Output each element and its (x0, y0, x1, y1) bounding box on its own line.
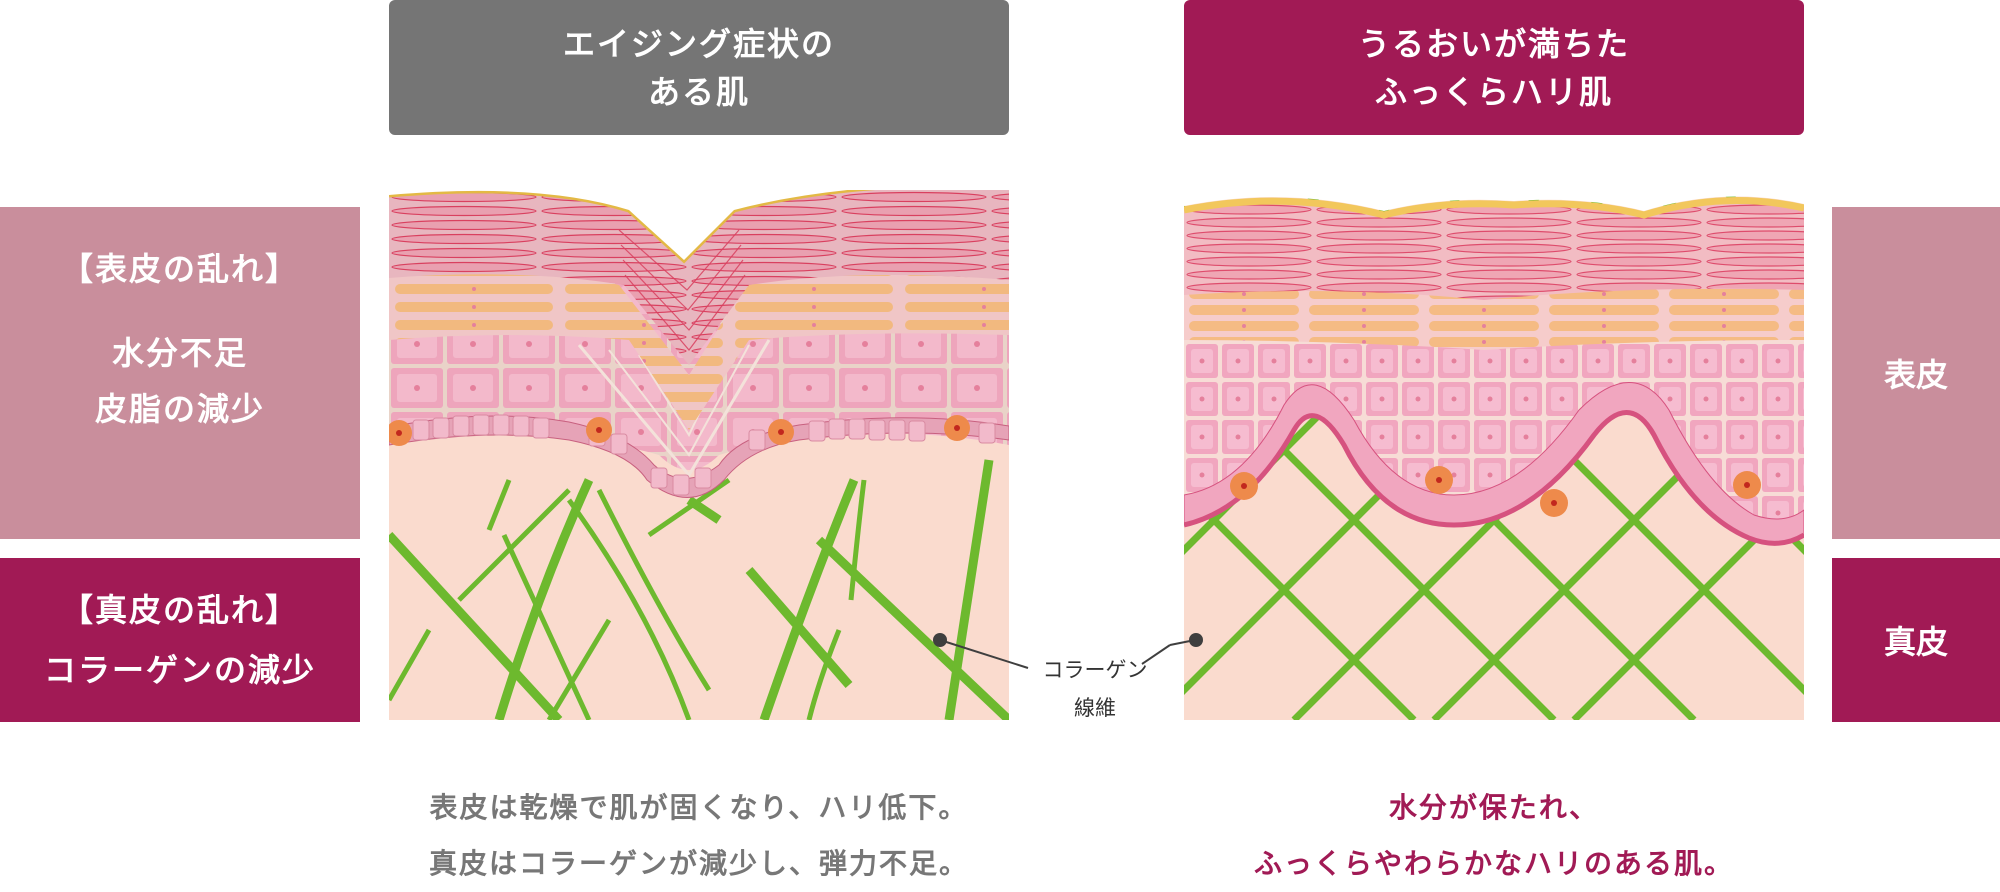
dermis-label: 真皮 (1883, 623, 1948, 661)
aging-skin-illustration (389, 190, 1009, 720)
collagen-fiber-label-line1: コラーゲン (1042, 658, 1148, 682)
dermis-disorder-title: 【真皮の乱れ】 (60, 591, 299, 629)
aging-skin-header: エイジング症状の ある肌 (389, 0, 1009, 135)
aging-skin-cross-section (389, 190, 1009, 720)
epidermis-disorder-title: 【表皮の乱れ】 (60, 250, 299, 288)
healthy-caption-line1: 水分が保たれ、 (1388, 791, 1600, 824)
epidermis-disorder-item: 水分不足 (111, 334, 248, 372)
healthy-header-line1: うるおいが満ちた (1357, 24, 1630, 63)
aging-header-line1: エイジング症状の (562, 24, 835, 63)
dermis-disorder-box: 【真皮の乱れ】 コラーゲンの減少 (0, 558, 360, 722)
dermis-label-box: 真皮 (1832, 558, 2000, 722)
epidermis-disorder-item: 皮脂の減少 (94, 390, 265, 428)
aging-skin-caption: 表皮は乾燥で肌が固くなり、ハリ低下。 真皮はコラーゲンが減少し、弾力不足。 (389, 780, 1009, 892)
callout-leader-lines (939, 639, 1196, 669)
aging-caption-line1: 表皮は乾燥で肌が固くなり、ハリ低下。 (429, 791, 969, 824)
epidermis-label: 表皮 (1883, 356, 1948, 394)
healthy-caption-line2: ふっくらやわらかなハリのある肌。 (1253, 847, 1734, 880)
callout-dot (1189, 633, 1203, 647)
aging-caption-line2: 真皮はコラーゲンが減少し、弾力不足。 (428, 847, 969, 880)
collagen-fiber-label-line2: 線維 (1074, 696, 1116, 720)
healthy-header-line2: ふっくらハリ肌 (1374, 72, 1613, 111)
healthy-skin-caption: 水分が保たれ、 ふっくらやわらかなハリのある肌。 (1184, 780, 1804, 892)
epidermis-label-box: 表皮 (1832, 207, 2000, 539)
healthy-skin-illustration (1184, 190, 1804, 720)
dermis-disorder-item: コラーゲンの減少 (43, 651, 316, 689)
healthy-skin-header: うるおいが満ちた ふっくらハリ肌 (1184, 0, 1804, 135)
epidermis-disorder-box: 【表皮の乱れ】 水分不足 皮脂の減少 (0, 207, 360, 539)
aging-header-line2: ある肌 (647, 72, 750, 111)
healthy-skin-cross-section (1184, 190, 1804, 720)
